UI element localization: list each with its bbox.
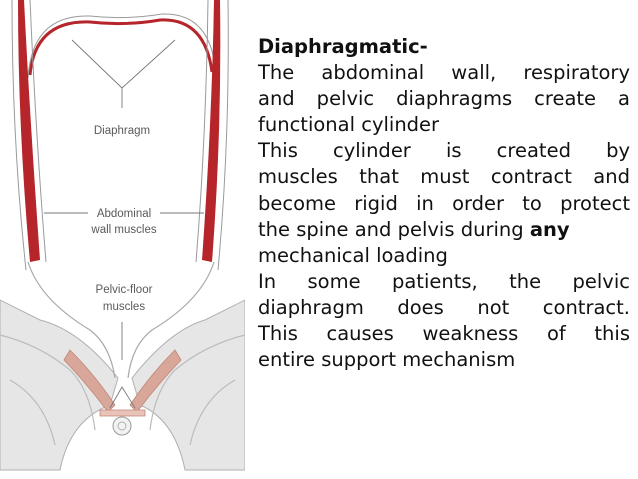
text-line: mechanical loading [258, 243, 448, 267]
abdominal-label-line2: wall muscles [90, 224, 156, 236]
text-line: entire support mechanism [258, 348, 516, 372]
diaphragm-leader-lines [71, 39, 176, 108]
text-line: The abdominal wall, respiratory [258, 61, 630, 85]
text-fragment: the spine and pelvis during [258, 217, 530, 241]
pelvic-floor-base [99, 409, 146, 417]
text-line: diaphragm does not contract. [258, 295, 630, 319]
pelvis-detail-left [0, 334, 96, 446]
lower-wall-left [27, 261, 116, 379]
text-line: In some patients, the pelvic [258, 269, 630, 293]
slide-title: Diaphragmatic- [258, 35, 428, 58]
pelvic-floor-label-line2: muscles [103, 301, 145, 313]
diaphragm-dome [28, 18, 214, 76]
pelvic-outlet [112, 416, 132, 436]
abdominal-cylinder-illustration: Diaphragm Abdominal wall muscles Pelvic-… [0, 0, 245, 471]
pelvis-detail-right [149, 334, 245, 446]
emphasis-any: any [529, 217, 570, 241]
abdominal-wall-right-outline [195, 0, 229, 271]
abdominal-label-line1: Abdominal [97, 208, 151, 220]
diaphragm-label: Diaphragm [94, 125, 150, 137]
pelvic-floor-label-line1: Pelvic-floor [96, 284, 153, 296]
text-line: This cylinder is created by [258, 139, 630, 163]
lower-wall-right [127, 261, 215, 379]
text-line: become rigid in order to protect [258, 191, 630, 215]
text-line: and pelvic diaphragms create a [258, 87, 630, 111]
abdominal-wall-left-outline [11, 0, 47, 271]
abdominal-wall-right-muscle [202, 0, 221, 262]
abdominal-wall-left-muscle [18, 0, 40, 262]
pelvis-bone-left [0, 299, 119, 471]
diaphragm-outline [27, 13, 217, 79]
description-text: Diaphragmatic- The abdominal wall, respi… [258, 34, 630, 373]
pelvic-leader-lines [109, 322, 136, 409]
pelvis-bone-right [131, 299, 245, 471]
text-line: functional cylinder [258, 113, 440, 137]
text-line: muscles that must contract and [258, 165, 630, 189]
text-line: the spine and pelvis during any [258, 217, 630, 243]
text-line: This causes weakness of this [258, 322, 630, 346]
pelvic-outlet-inner [117, 421, 127, 431]
